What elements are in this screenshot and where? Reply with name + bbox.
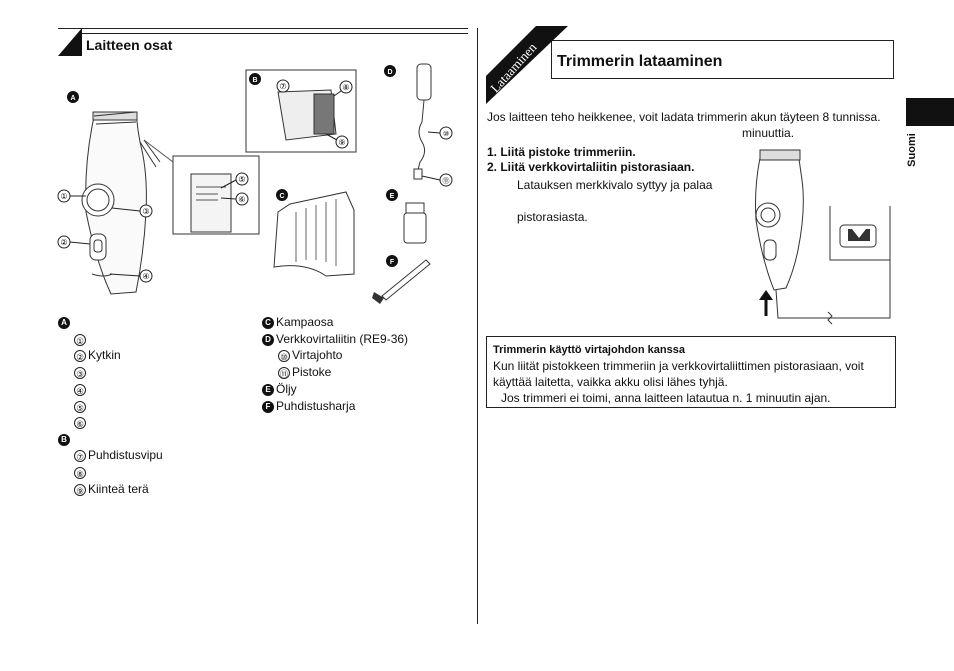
svg-text:⑪: ⑪ — [443, 177, 450, 185]
comb-attachment-c: C — [273, 189, 355, 277]
section-triangle-icon — [58, 28, 82, 56]
title-box — [551, 40, 894, 79]
page-divider — [477, 28, 478, 624]
legend-item: ⑧ — [74, 465, 88, 479]
side-tab: Suomi — [905, 128, 923, 172]
side-tab-label: Suomi — [906, 133, 918, 167]
detail-inset: ⑤ ⑥ — [143, 139, 260, 235]
svg-text:C: C — [279, 193, 284, 200]
svg-text:④: ④ — [142, 272, 149, 281]
trimmer-body — [81, 111, 161, 295]
callout-3: ③ — [111, 204, 153, 218]
svg-text:⑦: ⑦ — [279, 82, 286, 91]
legend-a-letter: A — [58, 315, 72, 329]
charging-illustration — [755, 149, 891, 325]
intro-line-2: minuuttia. — [742, 126, 795, 140]
legend-item: ⑤ — [74, 399, 88, 413]
svg-text:⑤: ⑤ — [238, 175, 245, 184]
header-rule-top — [58, 28, 468, 29]
step-1: 1. Liitä pistoke trimmeriin. — [487, 145, 636, 159]
svg-text:②: ② — [60, 238, 67, 247]
svg-text:F: F — [390, 259, 395, 266]
callout-2: ② — [57, 235, 91, 249]
header-rule-inner — [82, 33, 468, 34]
info-box-line-1: Kun liität pistokkeen trimmeriin ja verk… — [493, 359, 864, 373]
legend-item: ④ — [74, 382, 88, 396]
intro-line-1: Jos laitteen teho heikkenee, voit ladata… — [487, 110, 881, 124]
step-2-sub-2: pistorasiasta. — [517, 210, 588, 224]
section-tab-triangle — [486, 26, 568, 104]
parts-illustration: A ① ② ③ ④ — [57, 63, 453, 304]
blade-detail-b: B ⑦ ⑧ ⑨ — [245, 69, 357, 153]
legend-item: ③ — [74, 365, 88, 379]
svg-text:D: D — [387, 69, 392, 76]
legend-item: ① — [74, 332, 88, 346]
step-2-sub-1: Latauksen merkkivalo syttyy ja palaa — [517, 178, 713, 192]
callout-1: ① — [57, 189, 86, 203]
svg-text:⑧: ⑧ — [342, 83, 349, 92]
step-2: 2. Liitä verkkovirtaliitin pistorasiaan. — [487, 160, 695, 174]
svg-text:⑥: ⑥ — [238, 195, 245, 204]
label-a: A — [67, 91, 79, 103]
svg-text:A: A — [70, 95, 75, 102]
legend-b-letter: B — [58, 432, 72, 446]
section-title: Laitteen osat — [86, 37, 173, 53]
adaptor-d: D ⑩ ⑪ — [384, 63, 453, 187]
svg-text:⑩: ⑩ — [443, 130, 449, 138]
svg-text:③: ③ — [142, 207, 149, 216]
legend-item: ⑥ — [74, 415, 88, 429]
svg-text:⑨: ⑨ — [338, 138, 345, 147]
info-box-line-3: Jos trimmeri ei toimi, anna laitteen lat… — [501, 391, 831, 405]
svg-text:E: E — [390, 193, 395, 200]
info-box-title: Trimmerin käyttö virtajohdon kanssa — [493, 344, 685, 356]
info-box: Trimmerin käyttö virtajohdon kanssa Kun … — [486, 336, 896, 408]
section-title: Trimmerin lataaminen — [557, 53, 723, 70]
up-arrow-icon — [759, 290, 773, 316]
info-box-line-2: käyttää laitetta, vaikka akku olisi lähe… — [493, 375, 728, 389]
svg-text:①: ① — [60, 192, 67, 201]
svg-text:B: B — [252, 77, 257, 84]
callout-4: ④ — [109, 269, 153, 283]
wall-outlet — [829, 206, 891, 261]
cleaning-brush-f: F — [372, 255, 431, 304]
oil-bottle-e: E — [386, 189, 427, 244]
side-tab-black — [906, 98, 954, 126]
